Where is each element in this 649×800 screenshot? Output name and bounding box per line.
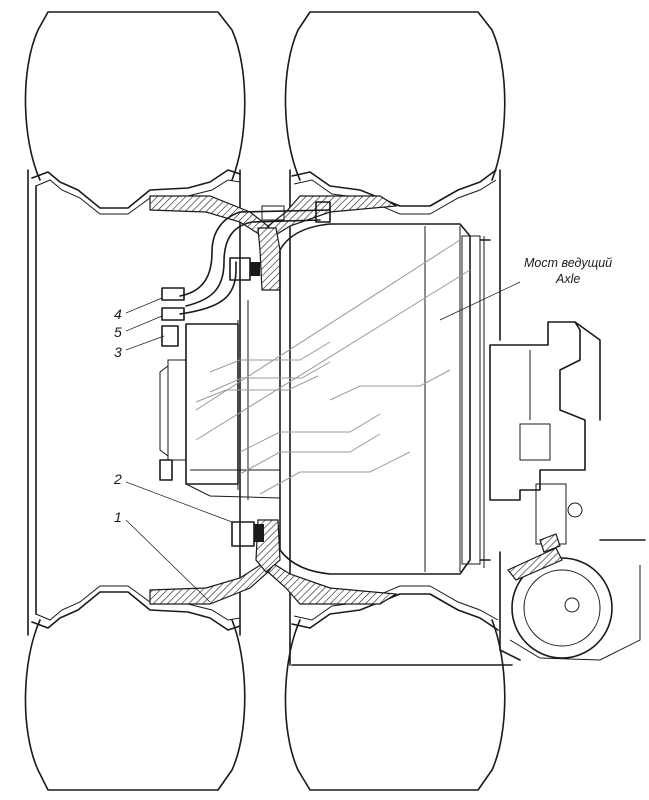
watermark (195, 239, 471, 495)
axle-caption: Мост ведущий Axle (439, 256, 612, 321)
left-wheel-rim (31, 169, 241, 631)
axle-housing (489, 321, 601, 545)
right-wheel-rim (291, 169, 499, 631)
air-hoses (179, 201, 331, 315)
callout-label-5: 5 (114, 324, 122, 340)
left-tire (24, 11, 246, 791)
brake-cam-assembly (499, 533, 646, 661)
hub-drum (159, 223, 491, 575)
callout-label-1: 1 (114, 509, 122, 525)
callout-4: 4 (114, 297, 163, 322)
caption-line-en: Axle (555, 272, 580, 286)
callout-5: 5 (114, 315, 163, 340)
callout-3: 3 (114, 335, 165, 360)
caption-line-ru: Мост ведущий (524, 256, 612, 270)
callout-label-3: 3 (114, 344, 122, 360)
fittings (159, 257, 264, 547)
callout-2: 2 (113, 471, 233, 523)
callout-label-4: 4 (114, 306, 122, 322)
right-tire (284, 11, 513, 791)
callout-1: 1 (114, 509, 211, 603)
callout-label-2: 2 (113, 471, 122, 487)
wheel-disc (149, 195, 398, 605)
